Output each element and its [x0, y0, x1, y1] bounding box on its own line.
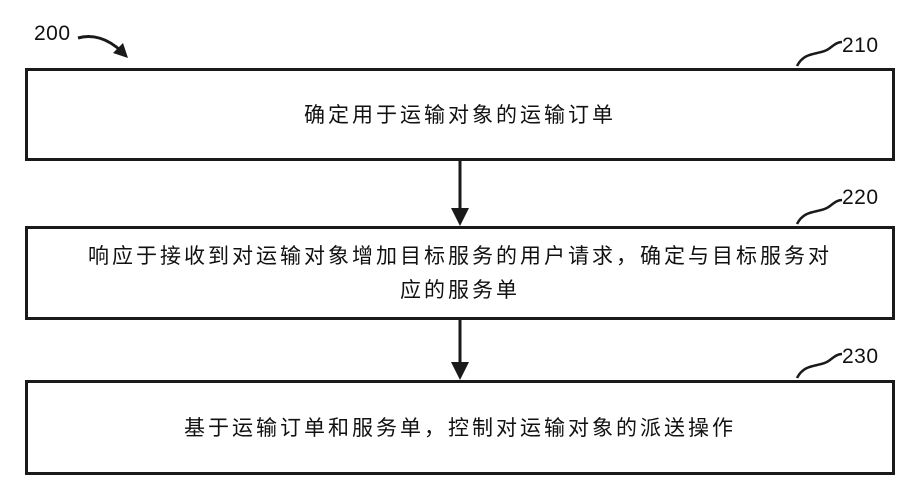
step-text-220: 响应于接收到对运输对象增加目标服务的用户请求，确定与目标服务对 应的服务单: [70, 239, 850, 307]
ref-210-leader: [797, 42, 842, 66]
arrow-220-to-230-head: [451, 362, 469, 380]
step-text-220-line-2: 应的服务单: [88, 273, 832, 307]
step-box-220: 响应于接收到对运输对象增加目标服务的用户请求，确定与目标服务对 应的服务单: [25, 226, 895, 320]
step-text-210: 确定用于运输对象的运输订单: [304, 98, 616, 132]
figure-ref-label: 200: [34, 22, 71, 46]
arrow-210-to-220-head: [451, 208, 469, 226]
ref-220-leader: [797, 200, 842, 224]
step-box-230: 基于运输订单和服务单，控制对运输对象的派送操作: [25, 380, 895, 475]
step-text-230: 基于运输订单和服务单，控制对运输对象的派送操作: [184, 411, 736, 445]
step-box-210: 确定用于运输对象的运输订单: [25, 68, 895, 161]
ref-230-leader: [797, 354, 842, 378]
step-text-220-line-1: 响应于接收到对运输对象增加目标服务的用户请求，确定与目标服务对: [88, 244, 832, 268]
step-ref-label-210: 210: [842, 34, 879, 58]
step-ref-label-230: 230: [842, 345, 879, 369]
figure-ref-arrow: [78, 37, 122, 52]
step-ref-label-220: 220: [842, 186, 879, 210]
